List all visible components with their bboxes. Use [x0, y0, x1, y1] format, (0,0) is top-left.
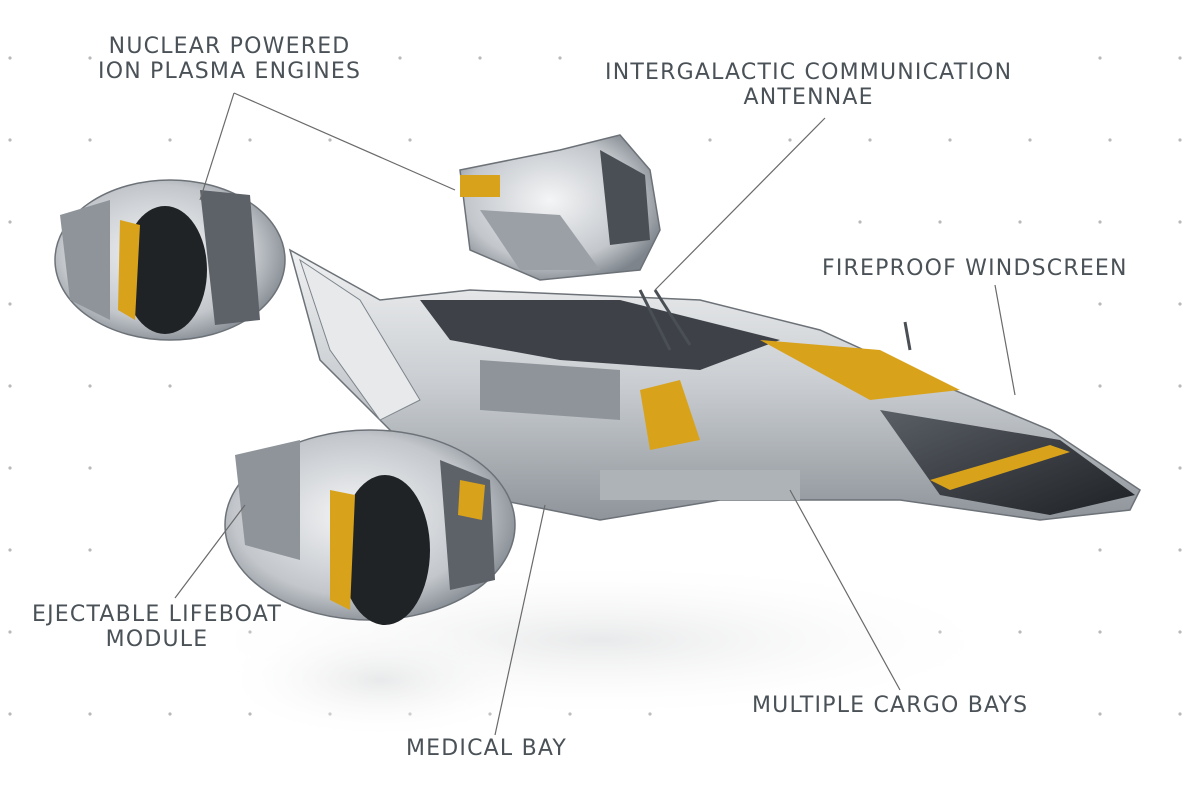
leader-line-windscreen	[994, 284, 1016, 396]
label-ion-plasma-engines: NUCLEAR POWERED ION PLASMA ENGINES	[98, 34, 361, 84]
engine-lower	[224, 429, 516, 625]
engine-left	[54, 179, 286, 341]
label-fireproof-windscreen: FIREPROOF WINDSCREEN	[822, 256, 1128, 281]
label-line: ION PLASMA ENGINES	[98, 59, 362, 84]
label-ejectable-lifeboat: EJECTABLE LIFEBOAT MODULE	[32, 602, 282, 652]
label-communication-antennae: INTERGALACTIC COMMUNICATION ANTENNAE	[605, 60, 1012, 110]
leader-line-cargo	[789, 489, 901, 691]
leader-line-antennae	[654, 117, 826, 291]
leader-line-engines	[233, 92, 456, 191]
label-line: INTERGALACTIC COMMUNICATION	[605, 60, 1013, 85]
antennae-mast	[638, 289, 912, 351]
label-line: MODULE	[105, 627, 209, 652]
label-medical-bay: MEDICAL BAY	[406, 736, 567, 761]
label-line: MEDICAL BAY	[406, 736, 568, 761]
engine-upper	[459, 134, 661, 281]
leader-line-engines-left	[199, 92, 235, 201]
leader-lines	[174, 92, 1016, 736]
leader-line-lifeboat	[174, 504, 246, 599]
label-line: MULTIPLE CARGO BAYS	[752, 693, 1029, 718]
label-line: NUCLEAR POWERED	[108, 34, 351, 59]
label-line: EJECTABLE LIFEBOAT	[32, 602, 282, 627]
label-line: ANTENNAE	[743, 85, 874, 110]
leader-line-medical	[494, 504, 546, 736]
label-multiple-cargo-bays: MULTIPLE CARGO BAYS	[752, 693, 1028, 718]
main-hull	[288, 248, 1141, 521]
label-line: FIREPROOF WINDSCREEN	[822, 256, 1128, 281]
